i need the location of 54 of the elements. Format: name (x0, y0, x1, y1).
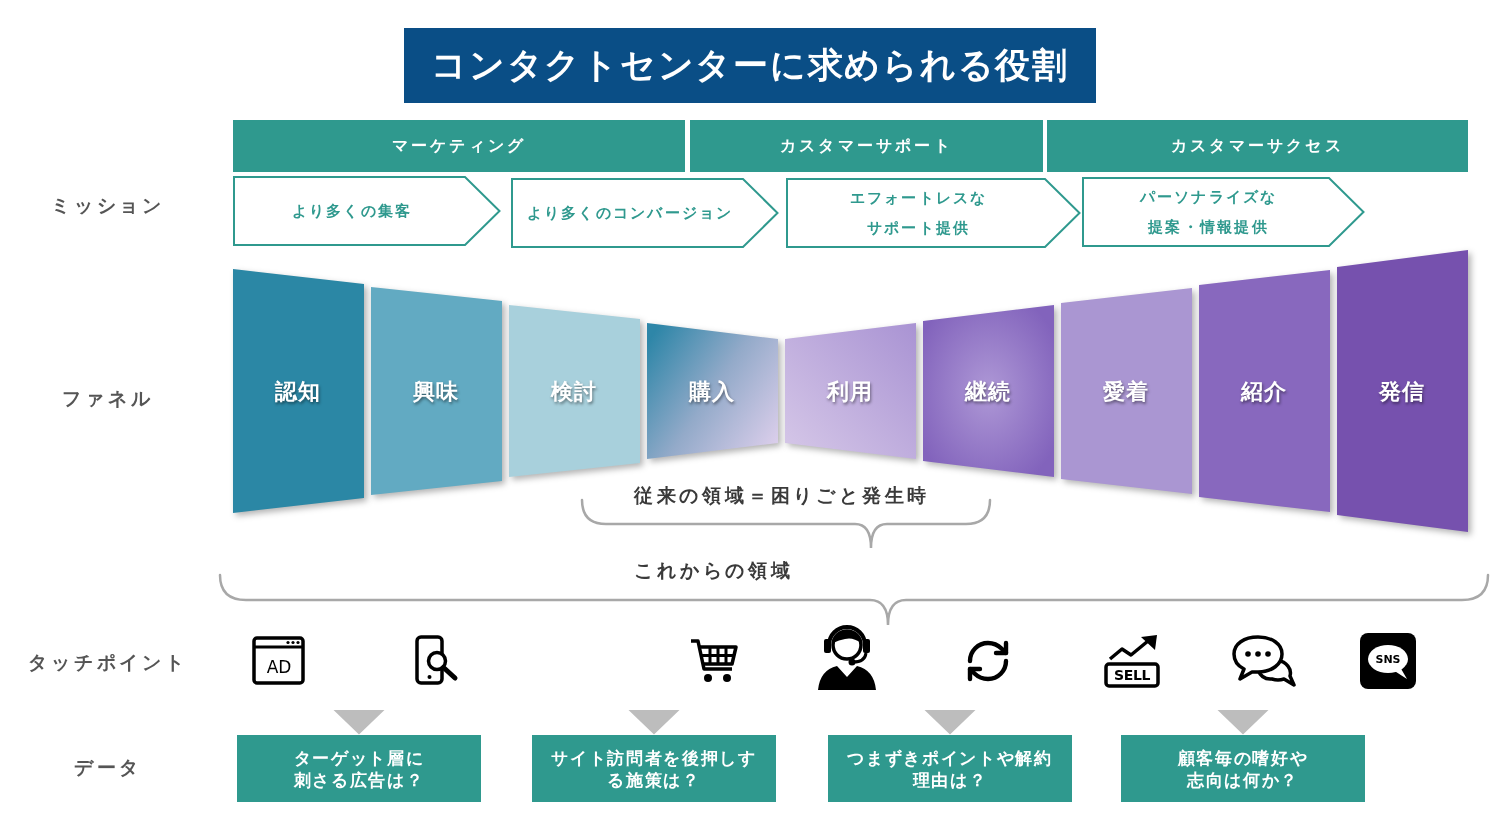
category-band (690, 120, 1043, 172)
icon-caption: SNS (1375, 653, 1401, 665)
mission-arrow-shape (1082, 177, 1365, 247)
stage-label: 愛着 (1103, 377, 1150, 406)
question-panel (1121, 735, 1365, 802)
funnel-stage (647, 323, 778, 459)
funnel-stage (1337, 250, 1468, 532)
pointer-arrow (333, 710, 385, 735)
funnel-stage (785, 323, 916, 459)
category-band (1047, 120, 1468, 172)
category-label: カスタマーサクセス (1171, 135, 1344, 157)
mission-text: パーソナライズな提案・情報提供 (1138, 187, 1279, 238)
question-panel (532, 735, 776, 802)
pointer-arrow (924, 710, 976, 735)
question-text: 顧客毎の嗜好や志向は何か？ (1176, 746, 1310, 791)
icon-caption: SELL (1113, 668, 1151, 682)
stage-label: 発信 (1379, 377, 1426, 406)
row-label: ファネル (62, 385, 154, 411)
icon-caption: AD (266, 658, 292, 676)
stage-label: 興味 (413, 377, 460, 406)
question-text: サイト訪問者を後押しする施策は？ (550, 746, 758, 791)
question-panel (828, 735, 1072, 802)
funnel-stage (923, 305, 1054, 477)
row-label: タッチポイント (28, 649, 188, 675)
stage-label: 検討 (551, 377, 598, 406)
funnel-stage (1199, 270, 1330, 512)
title-text: コンタクトセンターに求められる役割 (431, 44, 1069, 88)
pointer-arrow (628, 710, 680, 735)
stage-label: 利用 (827, 377, 874, 406)
mission-text: より多くの集客 (291, 201, 413, 222)
funnel-stage (509, 305, 640, 477)
bracket-label: これからの領域 (634, 557, 794, 583)
category-label: カスタマーサポート (780, 135, 953, 157)
funnel-stage (233, 269, 364, 513)
question-panel (237, 735, 481, 802)
mission-arrow-shape (233, 176, 501, 246)
funnel-stage (371, 287, 502, 495)
pointer-arrow (1217, 710, 1269, 735)
stage-label: 認知 (275, 377, 322, 406)
mission-text: エフォートレスなサポート提供 (848, 188, 989, 239)
mission-arrow-shape (786, 178, 1081, 248)
mission-arrow-shape (511, 178, 779, 248)
stage-label: 継続 (965, 377, 1012, 406)
question-text: ターゲット層に刺さる広告は？ (292, 746, 426, 791)
question-text: つまずきポイントや解約理由は？ (846, 746, 1054, 791)
funnel-stage (1061, 288, 1192, 494)
row-label: ミッション (51, 192, 165, 218)
category-label: マーケティング (391, 135, 527, 157)
stage-label: 購入 (689, 377, 736, 406)
category-band (233, 120, 685, 172)
stage-label: 紹介 (1241, 377, 1288, 406)
mission-text: より多くのコンバージョン (526, 203, 734, 224)
bracket-label: 従来の領域＝困りごと発生時 (633, 482, 931, 508)
row-label: データ (73, 754, 143, 780)
